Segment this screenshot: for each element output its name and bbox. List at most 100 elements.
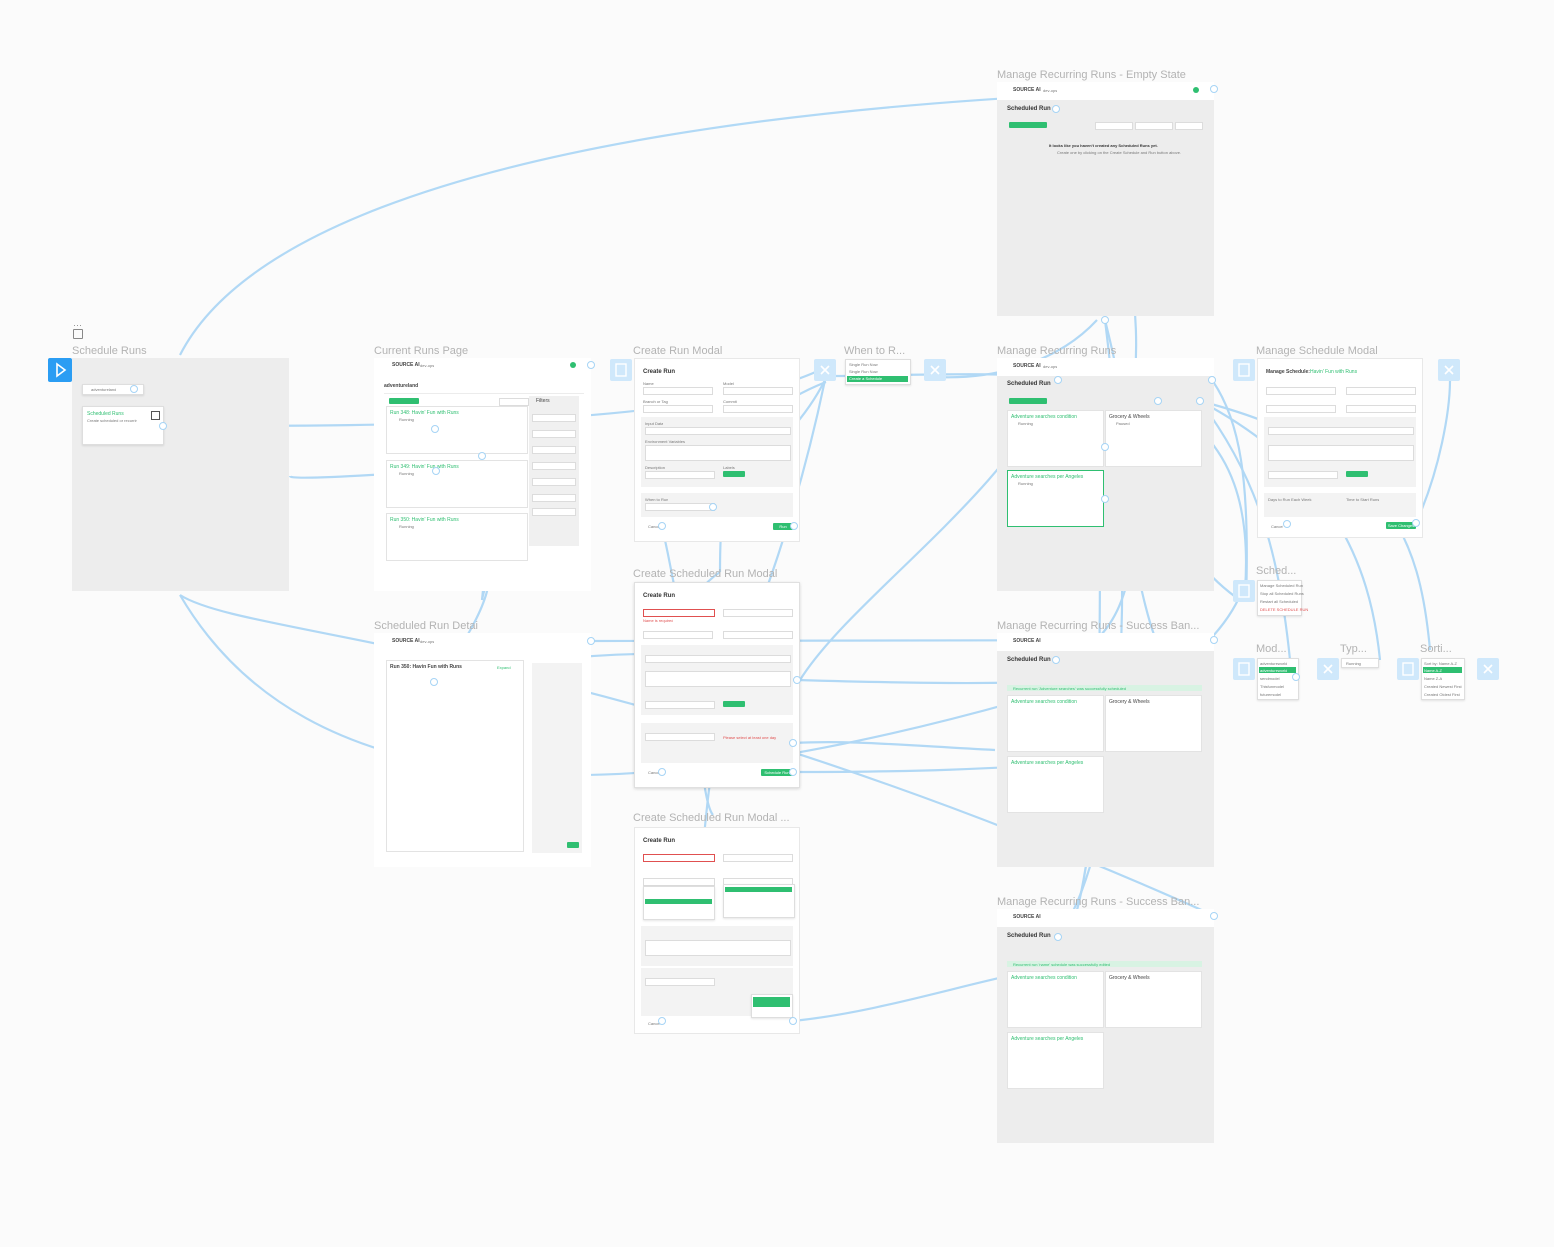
- connector-node[interactable]: [793, 676, 801, 684]
- connector-node[interactable]: [789, 739, 797, 747]
- connector-node[interactable]: [790, 522, 798, 530]
- connector-node[interactable]: [1208, 376, 1216, 384]
- connector-node[interactable]: [789, 1017, 797, 1025]
- time-dropdown[interactable]: [751, 994, 793, 1018]
- env-vars-field[interactable]: [645, 940, 791, 956]
- model-select[interactable]: [723, 609, 793, 617]
- name-input[interactable]: [1266, 387, 1336, 395]
- cancel-button[interactable]: Cancel: [1271, 524, 1284, 529]
- connector-node[interactable]: [478, 452, 486, 460]
- connector-node[interactable]: [1196, 397, 1204, 405]
- connector-node[interactable]: [1210, 912, 1218, 920]
- menu-delete[interactable]: DELETE SCHEDULE RUN: [1260, 607, 1309, 612]
- connector-node[interactable]: [1052, 105, 1060, 113]
- more-icon[interactable]: ···: [73, 320, 82, 330]
- cancel-button[interactable]: Cancel: [648, 524, 661, 529]
- connector-node[interactable]: [159, 422, 167, 430]
- model-option[interactable]: Thisfunmodel: [1260, 684, 1285, 689]
- name-input-error[interactable]: [643, 854, 715, 862]
- model-select[interactable]: [723, 854, 793, 862]
- connector-node[interactable]: [430, 678, 438, 686]
- sort-option[interactable]: Name Z-A: [1424, 676, 1443, 681]
- filter-input[interactable]: [532, 430, 576, 438]
- input-data-field[interactable]: [1268, 427, 1414, 435]
- connector-node[interactable]: [789, 768, 797, 776]
- when-to-run-select[interactable]: [645, 503, 715, 511]
- close-overlay-button[interactable]: [814, 359, 836, 381]
- name-input[interactable]: [643, 387, 713, 395]
- when-to-run-select[interactable]: [645, 733, 715, 741]
- view-select[interactable]: [1175, 122, 1203, 130]
- model-select[interactable]: [723, 387, 793, 395]
- label-chip[interactable]: [723, 701, 745, 707]
- filter-input[interactable]: [532, 414, 576, 422]
- schedule-card[interactable]: Adventure searches condition Running: [1007, 410, 1104, 467]
- label-chip[interactable]: [1346, 471, 1368, 477]
- sort-select[interactable]: [499, 398, 529, 406]
- commit-select[interactable]: [723, 631, 793, 639]
- connector-node[interactable]: [587, 637, 595, 645]
- cancel-button[interactable]: Cancel: [648, 1021, 661, 1026]
- schedule-card[interactable]: Adventure searches condition: [1007, 695, 1104, 752]
- model-select[interactable]: [1346, 387, 1416, 395]
- description-field[interactable]: [645, 701, 715, 709]
- model-option[interactable]: futuremodel: [1260, 692, 1282, 697]
- cancel-button[interactable]: Cancel: [648, 770, 661, 775]
- connector-node[interactable]: [130, 385, 138, 393]
- branch-select[interactable]: [643, 878, 715, 886]
- filter-input[interactable]: [532, 446, 576, 454]
- type-dropdown[interactable]: Running: [1341, 658, 1379, 668]
- label-chip[interactable]: [723, 471, 745, 477]
- connector-node[interactable]: [658, 768, 666, 776]
- close-overlay-button[interactable]: [924, 359, 946, 381]
- connector-node[interactable]: [587, 361, 595, 369]
- schedule-card[interactable]: Adventure searches condition: [1007, 971, 1104, 1028]
- branch-option-selected[interactable]: [645, 899, 712, 904]
- schedule-run-button[interactable]: Schedule Run: [761, 769, 793, 776]
- connector-node[interactable]: [1101, 495, 1109, 503]
- when-to-run-select[interactable]: [645, 978, 715, 986]
- sort-option-selected[interactable]: Name A-Z: [1424, 668, 1443, 673]
- run-card[interactable]: Run 348: Havin' Fun with Runs Running: [386, 406, 528, 454]
- connector-node[interactable]: [1412, 519, 1420, 527]
- menu-stop[interactable]: Stop all Scheduled Runs: [1260, 591, 1304, 596]
- commit-dropdown[interactable]: [723, 884, 795, 918]
- overlay-button[interactable]: [1233, 580, 1255, 602]
- input-data-field[interactable]: [645, 427, 791, 435]
- schedule-card[interactable]: Adventure searches per Angeles: [1007, 1032, 1104, 1089]
- sort-option[interactable]: Created Newest First: [1424, 684, 1462, 689]
- expand-link[interactable]: Expand: [497, 665, 511, 670]
- connector-node[interactable]: [658, 522, 666, 530]
- branch-select[interactable]: [643, 405, 713, 413]
- filter-input[interactable]: [532, 508, 576, 516]
- time-option-selected[interactable]: [753, 997, 790, 1007]
- description-field[interactable]: [1268, 471, 1338, 479]
- filter-input[interactable]: [532, 478, 576, 486]
- schedule-card[interactable]: Grocery & Wheels: [1105, 971, 1202, 1028]
- connector-node[interactable]: [1052, 656, 1060, 664]
- schedule-card[interactable]: Grocery & Wheels: [1105, 695, 1202, 752]
- schedule-card[interactable]: Adventure searches per Angeles: [1007, 756, 1104, 813]
- run-button[interactable]: Run: [773, 523, 793, 530]
- sort-dropdown[interactable]: Sort by: Name A-Z Name A-Z Name Z-A Crea…: [1421, 658, 1465, 700]
- close-overlay-button[interactable]: [1477, 658, 1499, 680]
- connector-node[interactable]: [1054, 376, 1062, 384]
- branch-select[interactable]: [1266, 405, 1336, 413]
- connector-node[interactable]: [1101, 316, 1109, 324]
- submit-button[interactable]: [567, 842, 579, 848]
- run-card[interactable]: Run 349: Havin' Fun with Runs Running: [386, 460, 528, 508]
- connector-node[interactable]: [1054, 933, 1062, 941]
- connector-node[interactable]: [1292, 673, 1300, 681]
- option-create-schedule[interactable]: Create a Schedule: [847, 376, 908, 382]
- close-overlay-button[interactable]: [1438, 359, 1460, 381]
- env-vars-field[interactable]: [1268, 445, 1414, 461]
- connector-node[interactable]: [1101, 443, 1109, 451]
- commit-option-selected[interactable]: [725, 887, 792, 892]
- filter-input[interactable]: [532, 494, 576, 502]
- when-to-run-dropdown[interactable]: Single Run Now Single Run Now Create a S…: [845, 359, 911, 385]
- filter-select[interactable]: [1135, 122, 1173, 130]
- model-option[interactable]: sendmodel: [1260, 676, 1280, 681]
- connector-node[interactable]: [1210, 636, 1218, 644]
- env-vars-field[interactable]: [645, 445, 791, 461]
- scheduled-runs-menu-item[interactable]: adventureland: [82, 384, 144, 395]
